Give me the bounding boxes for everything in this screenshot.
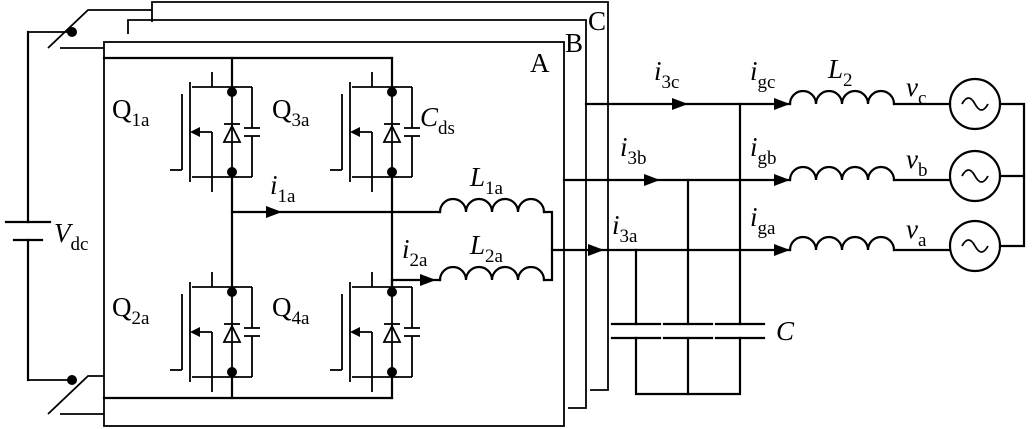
svg-text:Q2a: Q2a: [112, 292, 150, 329]
svg-text:Q3a: Q3a: [272, 94, 310, 131]
switch-q2a: Q2a: [112, 271, 261, 393]
neutral-line: [998, 102, 1026, 248]
dc-bus: [4, 9, 152, 415]
igb-label: igb: [750, 132, 777, 169]
svg-text:i2a: i2a: [402, 234, 428, 271]
l2a-label: L2a: [469, 230, 504, 267]
i1a-label: i1a: [270, 170, 296, 207]
ac-source-a-icon: [948, 219, 1002, 273]
switch-q3a: Q3a: [272, 71, 421, 193]
phase-lines: [562, 98, 792, 256]
svg-text:i3a: i3a: [612, 210, 638, 247]
i3a-label: i3a: [612, 210, 638, 247]
panel-label-a: A: [530, 48, 550, 78]
filter-capacitor-label: C: [776, 316, 795, 346]
panel-label-c: C: [588, 6, 606, 36]
va-label: va: [906, 214, 927, 251]
dc-source-label: Vdc: [54, 218, 88, 255]
ac-source-b-icon: [948, 149, 1002, 203]
module-frame-b: B: [127, 19, 587, 409]
svg-text:iga: iga: [750, 202, 776, 239]
module-a-bus: [102, 56, 397, 400]
svg-text:C: C: [776, 316, 795, 346]
igc-label: igc: [750, 56, 775, 93]
svg-text:igb: igb: [750, 132, 777, 169]
svg-text:i1a: i1a: [270, 170, 296, 207]
i3b-label: i3b: [620, 132, 647, 169]
leg-outputs: [230, 197, 604, 294]
switch-q1a: Q1a: [112, 71, 261, 193]
svg-text:L2: L2: [827, 54, 853, 91]
vb-label: vb: [906, 144, 927, 181]
svg-text:L2a: L2a: [469, 230, 504, 267]
svg-text:L1a: L1a: [469, 162, 504, 199]
panel-label-b: B: [565, 28, 583, 58]
cds-label: Cds: [420, 102, 455, 139]
filter-capacitors: [610, 102, 766, 396]
i2a-label: i2a: [402, 234, 428, 271]
grid-inductors: [788, 89, 952, 252]
i3c-label: i3c: [654, 56, 679, 93]
svg-text:Vdc: Vdc: [54, 218, 88, 255]
switch-q4a: Q4a: [272, 271, 421, 393]
svg-text:Q1a: Q1a: [112, 94, 150, 131]
svg-text:Q4a: Q4a: [272, 292, 310, 329]
svg-text:i3c: i3c: [654, 56, 679, 93]
svg-text:i3b: i3b: [620, 132, 647, 169]
svg-text:vb: vb: [906, 144, 927, 181]
svg-text:Cds: Cds: [420, 102, 455, 139]
svg-text:va: va: [906, 214, 927, 251]
svg-text:igc: igc: [750, 56, 775, 93]
ac-source-c-icon: [948, 77, 1002, 131]
svg-text:vc: vc: [906, 72, 926, 109]
module-frame-c: C: [151, 1, 609, 391]
l2-label: L2: [827, 54, 853, 91]
module-frame-a: A: [103, 41, 565, 427]
l1a-label: L1a: [469, 162, 504, 199]
iga-label: iga: [750, 202, 776, 239]
vc-label: vc: [906, 72, 926, 109]
